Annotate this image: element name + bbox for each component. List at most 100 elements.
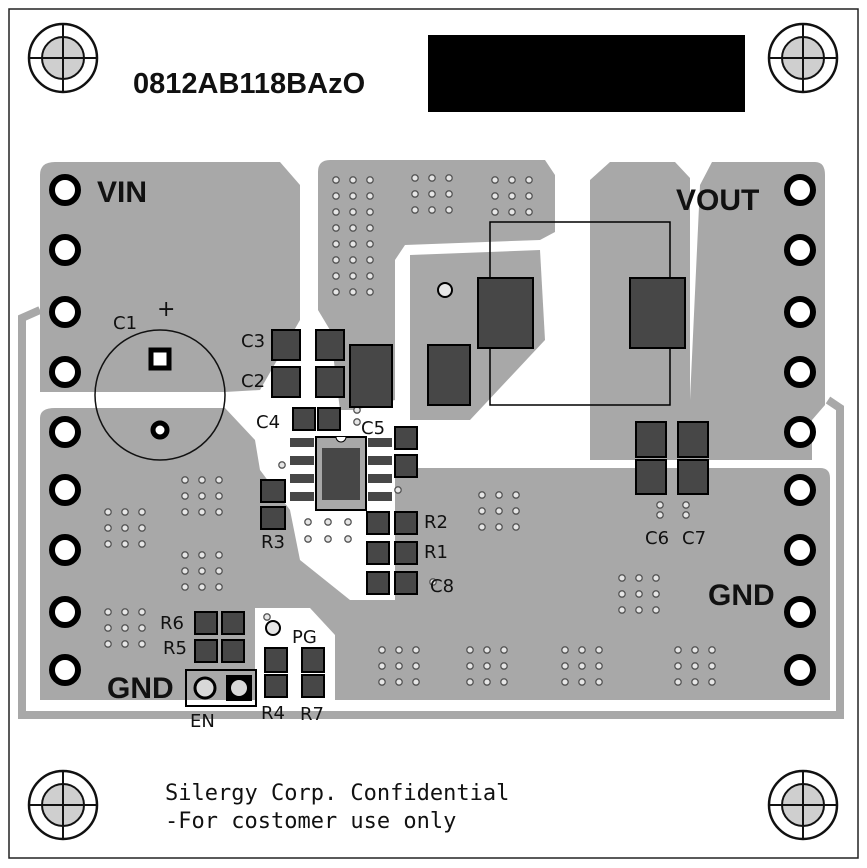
via	[478, 491, 486, 499]
header-pin-left[interactable]	[49, 474, 81, 506]
via	[674, 678, 682, 686]
via	[198, 583, 206, 591]
ic-pin	[368, 474, 392, 483]
via	[428, 174, 436, 182]
via	[428, 206, 436, 214]
pg-testpoint[interactable]	[265, 620, 281, 636]
via	[104, 624, 112, 632]
header-pin-left[interactable]	[49, 596, 81, 628]
via	[500, 678, 508, 686]
via	[378, 678, 386, 686]
header-pin-right[interactable]	[784, 296, 816, 328]
ref-c1: C1	[113, 313, 137, 334]
via	[263, 613, 271, 621]
via	[366, 272, 374, 280]
via	[138, 540, 146, 548]
r6-pad	[221, 611, 245, 635]
via	[618, 574, 626, 582]
via	[378, 646, 386, 654]
via	[411, 174, 419, 182]
via	[412, 678, 420, 686]
regulator-ic	[315, 436, 367, 511]
via	[138, 624, 146, 632]
via	[495, 523, 503, 531]
via	[525, 176, 533, 184]
r6-pad	[194, 611, 218, 635]
header-pin-right[interactable]	[784, 356, 816, 388]
via	[525, 208, 533, 216]
via	[332, 176, 340, 184]
via	[508, 208, 516, 216]
smd-pads	[194, 277, 709, 698]
via	[332, 208, 340, 216]
c8-pad	[366, 571, 390, 595]
c5-pad	[394, 454, 418, 478]
c1-polarity: +	[157, 297, 175, 322]
via	[674, 662, 682, 670]
via	[332, 272, 340, 280]
via	[500, 646, 508, 654]
via	[366, 192, 374, 200]
via	[561, 662, 569, 670]
c4-pad	[317, 407, 341, 431]
header-pin-left[interactable]	[49, 416, 81, 448]
header-pin-left[interactable]	[49, 534, 81, 566]
header-pin-right[interactable]	[784, 596, 816, 628]
ref-c2: C2	[241, 371, 265, 392]
via	[324, 518, 332, 526]
header-pin-right[interactable]	[784, 654, 816, 686]
via	[682, 501, 690, 509]
header-pin-left[interactable]	[49, 654, 81, 686]
via	[512, 491, 520, 499]
ref-c4: C4	[256, 412, 280, 433]
header-pin-right[interactable]	[784, 416, 816, 448]
r4-pad	[264, 647, 288, 673]
via	[652, 590, 660, 598]
header-pin-right[interactable]	[784, 234, 816, 266]
header-pin-left[interactable]	[49, 174, 81, 206]
en-pin-2-hole	[231, 680, 247, 696]
via	[104, 540, 112, 548]
via	[411, 206, 419, 214]
ref-r3: R3	[261, 532, 285, 553]
via	[278, 461, 286, 469]
via	[378, 662, 386, 670]
via	[508, 192, 516, 200]
header-pin-right[interactable]	[784, 174, 816, 206]
via	[104, 508, 112, 516]
ref-c7: C7	[682, 528, 706, 549]
en-pin-1[interactable]	[193, 676, 217, 700]
via	[366, 288, 374, 296]
power-pad-pad	[427, 344, 471, 406]
header-pin-left[interactable]	[49, 296, 81, 328]
vout-copper	[590, 162, 825, 460]
c3-pad	[271, 329, 301, 361]
via	[674, 646, 682, 654]
via	[349, 208, 357, 216]
via	[198, 551, 206, 559]
via	[578, 646, 586, 654]
via	[428, 190, 436, 198]
via	[512, 507, 520, 515]
c7-pad	[677, 421, 709, 458]
via	[215, 476, 223, 484]
via	[121, 624, 129, 632]
via	[181, 551, 189, 559]
via	[138, 640, 146, 648]
via	[349, 192, 357, 200]
header-pin-right[interactable]	[784, 534, 816, 566]
header-pin-left[interactable]	[49, 356, 81, 388]
via	[500, 662, 508, 670]
via	[198, 476, 206, 484]
header-pin-left[interactable]	[49, 234, 81, 266]
via	[121, 640, 129, 648]
via	[656, 501, 664, 509]
via	[121, 508, 129, 516]
header-pin-right[interactable]	[784, 474, 816, 506]
r3-pad	[260, 506, 286, 530]
vin-copper	[40, 162, 300, 392]
via	[652, 574, 660, 582]
r1-pad	[394, 541, 418, 565]
net-label-en: EN	[190, 711, 215, 732]
